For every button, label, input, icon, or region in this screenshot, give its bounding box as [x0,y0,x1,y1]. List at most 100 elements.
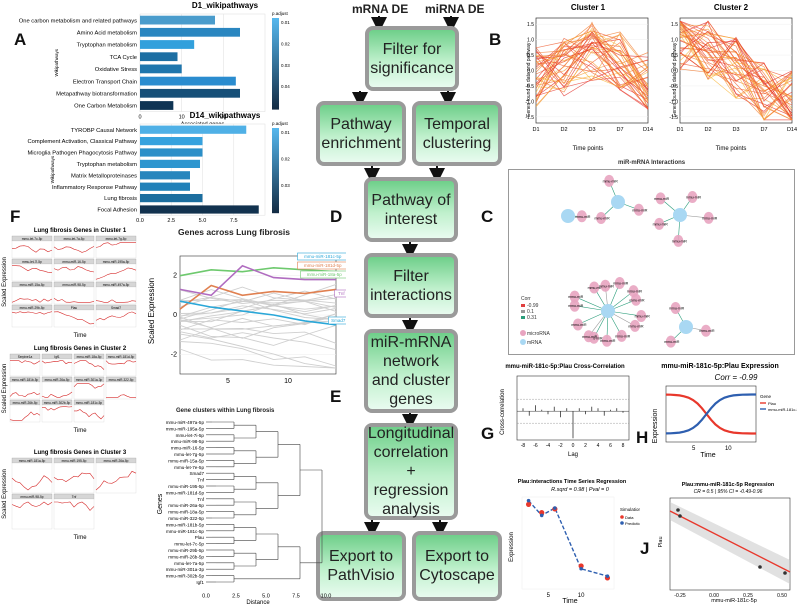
f-facet-frame [73,358,105,377]
f-xlabel: Time [73,333,87,339]
f-trace [11,245,53,253]
f-trace [9,411,41,421]
f-trace [42,406,73,411]
panel-letter-g: G [481,424,495,443]
h-legend-label: mmu-miR-181c-5p [768,407,797,412]
a-legend-tick: 0.01 [281,20,290,25]
f-strip-label: mmu-miR-15a-5p [20,283,45,287]
step-temporal-clustering: Temporal clustering [412,101,502,166]
f-xlabel: Time [73,535,87,541]
b-ylabel-2: Genes found in data and pathway [672,42,678,117]
f-trace [54,501,95,511]
c-mirna-node [601,334,612,347]
legend-microrna: microRNA [527,331,550,337]
c-mirna-node [633,203,644,216]
a-row-label: Inflammatory Response Pathway [52,185,137,191]
i-legend-swatch [620,521,624,525]
a-row-label: One carbon metabolism and related pathwa… [19,18,137,24]
i-prediction-point [605,574,610,578]
a-legend-title: p.adjust [272,121,289,126]
i-legend-swatch [620,515,624,519]
a-row-label: TYROBP Causal Network [71,128,137,134]
b-ytick: -1.5 [525,115,534,121]
d-ytick: 2 [173,273,177,280]
f-facet-frame [9,381,41,400]
c-mrna-node [561,209,575,223]
b-gene-trace [679,20,793,102]
f-facet-frame [105,358,137,377]
panel-f-facets: Lung fibrosis Genes in Cluster 1mmu-let-… [2,228,137,541]
a-tick-label: 0 [138,115,141,121]
e-leaf-label: mmu-let-7e-5p [174,465,204,470]
d-highlight-trace [179,284,337,310]
step-network-cluster: miR-mRNA network and cluster genes [364,329,458,413]
b-gene-trace [535,41,649,100]
f-trace [41,360,73,365]
f-strip-label: mmu-miR-497a-5p [103,283,130,287]
b-gene-trace [535,55,649,72]
j-subtitle: CR = 0.5 | 95% CI = -0.49-0.96 [694,489,763,495]
i-prediction-line [528,500,608,577]
j-ylabel: Plau [658,536,664,547]
d-xtick: 5 [226,378,230,385]
f-trace [11,298,53,303]
b-gene-trace [535,33,649,90]
b-gene-trace [679,26,793,101]
f-ylabel: Scaled Expression [2,364,8,414]
e-leaf-label: mmu-miR-181b-5p [166,522,205,527]
b-ylabel-1: Genes found in data and pathway [526,42,532,117]
d-highlight-trace [179,264,336,297]
j-xtick: 0.25 [743,593,753,599]
c-mirna-node [569,299,580,312]
panel-b-clusters: Cluster 1 Cluster 2 1.51.00.50.0-0.5-1.0… [525,3,797,152]
e-xtick: 10.0 [321,593,332,599]
i-legend-label: Data [625,515,634,520]
f-facet-frame [53,498,95,530]
f-strip-label: mmu-let-7a-5p [64,237,85,241]
e-leaf-label: mmu-miR-26b-5p [168,554,204,559]
c-node-label: mmu-miR [627,290,643,294]
f-trace [9,391,41,398]
e-leaf-label: Tnf [197,478,204,483]
g-xtick: 6 [609,443,612,449]
d-gene-trace [179,348,337,369]
a-legend-title: p.adjust [272,11,289,16]
f-trace [11,475,53,491]
d-ytick: -2 [171,351,177,358]
c-node-label: mmu-miR [582,335,598,339]
a-chart-title: D1_wikipathways [192,1,259,10]
a-ylabel: Wikipathways [54,48,59,76]
b-xlabel-2: Time points [716,146,747,152]
b-xtick: D2 [560,127,567,133]
b-xtick: D2 [704,127,711,133]
g-xtick: 8 [622,443,625,449]
step-filter-significance: Filter for significance [365,26,459,91]
a-legend-tick: 0.02 [281,41,290,46]
f-facet-frame [9,358,41,377]
h-legend-title: Gene [760,394,772,399]
step-export-cytoscape: Export to Cytoscape [412,531,502,601]
h-plau-line [665,393,756,435]
panel-letter-f: F [10,207,21,226]
h-mir-line [665,393,756,435]
j-confidence-band [670,502,790,584]
c-mirna-node [631,293,642,306]
b-gene-trace [679,27,793,87]
c-node-label: mmu-miR [664,340,680,344]
f-strip-label: mmu-let-7g-5p [106,237,127,241]
c-mirna-node [673,234,684,247]
b-xtick: D14 [787,127,797,133]
g-xtick: -2 [558,443,563,449]
f-group-title: Lung fibrosis Genes in Cluster 2 [34,346,127,352]
b-ytick: -1.0 [525,99,534,105]
e-leaf-label: mmu-let-7g-5p [174,452,204,457]
b-gene-trace [679,33,793,121]
f-strip-label: Serpine1a [18,355,33,359]
e-ylabel: Genes [157,493,164,514]
c-mirna-node [654,217,665,230]
b-xtick: D3 [732,127,739,133]
a-bar [140,148,203,157]
c-node-label: mmu-miR [628,324,644,328]
a-bar [140,125,247,134]
f-strip-label: mmu-miR-181a-5p [19,459,46,463]
